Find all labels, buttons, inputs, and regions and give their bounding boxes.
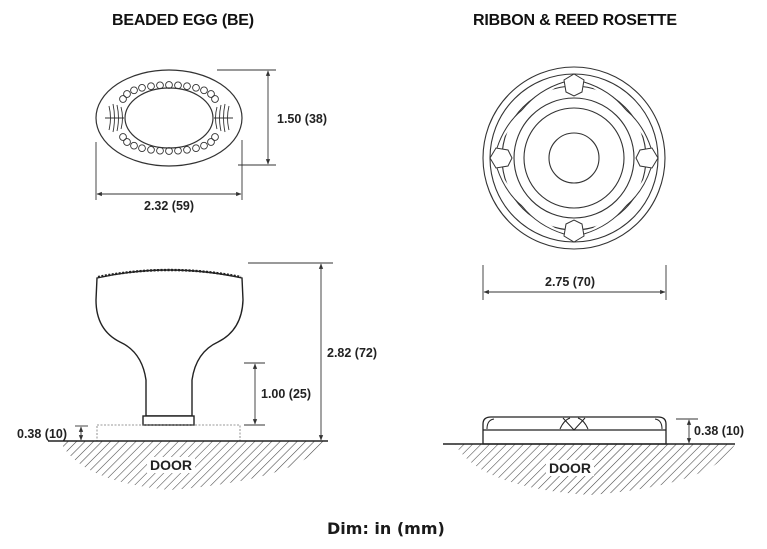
leaf-ornament-right — [214, 103, 233, 133]
beaded-egg-base-height-dim: 0.38 (10) — [17, 427, 68, 441]
door-label-right: DOOR — [546, 460, 594, 476]
beaded-egg-title: BEADED EGG (BE) — [112, 12, 254, 29]
beaded-egg-side-view — [95, 268, 244, 442]
beaded-egg-height-dim: 1.50 (38) — [277, 112, 328, 126]
rosette-diameter-dim: 2.75 (70) — [545, 275, 596, 289]
reed-leaf-ornaments — [489, 73, 659, 243]
door-surface-right — [443, 443, 735, 495]
door-label-left: DOOR — [147, 457, 195, 473]
beaded-egg-overall-height-dim: 2.82 (72) — [327, 346, 378, 360]
rosette-top-dimensions — [482, 265, 667, 300]
leaf-ornament-left — [105, 103, 124, 133]
rosette-title: RIBBON & REED ROSETTE — [473, 12, 677, 29]
rosette-side-view — [482, 416, 667, 445]
units-note: Dim: in (mm) — [327, 519, 445, 538]
beaded-egg-width-dim: 2.32 (59) — [144, 199, 195, 213]
bead-ring — [119, 81, 219, 155]
beaded-egg-top-view — [95, 69, 243, 167]
rosette-side-dimensions — [676, 418, 698, 444]
rosette-height-dim: 0.38 (10) — [694, 424, 745, 438]
beaded-egg-side-dimensions — [75, 262, 333, 441]
beaded-egg-top-dimensions — [95, 69, 276, 200]
rosette-top-view — [482, 66, 666, 250]
beaded-egg-neck-height-dim: 1.00 (25) — [261, 387, 312, 401]
